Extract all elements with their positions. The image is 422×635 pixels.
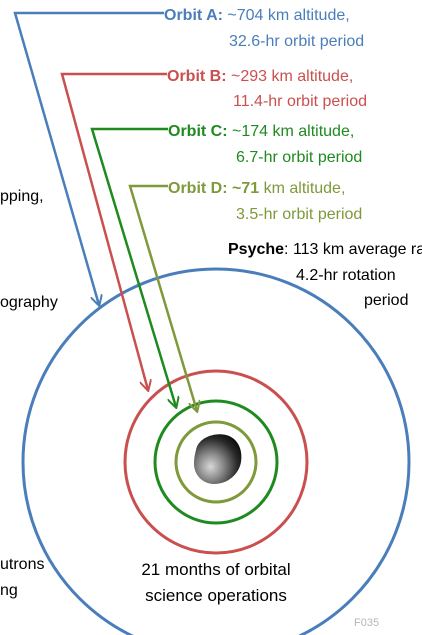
psyche-radius: : 113 km average radius, (284, 241, 422, 258)
orbit-b-label-line1: Orbit B: ~293 km altitude, (167, 68, 353, 85)
cutoff-label-mapping: pping, (0, 188, 44, 205)
orbit-d-altitude-value: ~71 (228, 180, 260, 197)
psyche-period: period (364, 292, 408, 309)
figure-id: F035 (354, 617, 379, 629)
orbit-b-name: Orbit B: (167, 68, 227, 85)
orbit-a-period: 32.6-hr orbit period (229, 33, 364, 50)
orbit-b-period: 11.4-hr orbit period (233, 93, 367, 110)
orbit-d-name: Orbit D: (168, 180, 228, 197)
orbit-c-name: Orbit C: (168, 123, 228, 140)
orbit-d-leader-arrow (128, 184, 197, 411)
orbit-d-label-line1: Orbit D: ~71 km altitude, (168, 180, 345, 197)
orbit-c-altitude: ~174 km altitude, (228, 123, 355, 140)
orbit-a-label-line1: Orbit A: ~704 km altitude, (164, 7, 350, 24)
orbit-b-altitude: ~293 km altitude, (227, 68, 354, 85)
orbit-c-label-line1: Orbit C: ~174 km altitude, (168, 123, 354, 140)
orbit-b-circle (123, 369, 309, 555)
psyche-asteroid (194, 434, 242, 484)
orbit-d-period: 3.5-hr orbit period (236, 206, 362, 223)
psyche-label-line1: Psyche: 113 km average radius, (228, 241, 422, 258)
orbit-c-period: 6.7-hr orbit period (236, 149, 362, 166)
orbit-d-altitude-unit: km altitude, (259, 180, 345, 197)
operations-line1: 21 months of orbital (141, 560, 290, 579)
orbit-a-circle (21, 267, 411, 635)
psyche-name: Psyche (228, 241, 284, 258)
cutoff-label-neutrons: utrons (0, 556, 44, 573)
orbit-b-leader-arrow (60, 72, 167, 390)
orbit-a-leader-arrow (13, 11, 164, 305)
orbit-d-circle (174, 420, 258, 504)
orbit-c-leader-arrow (90, 127, 176, 407)
operations-line2: science operations (145, 586, 287, 605)
orbit-c-circle (153, 399, 279, 525)
psyche-rotation: 4.2-hr rotation (296, 267, 396, 284)
cutoff-label-topography: ography (0, 294, 58, 311)
orbit-a-name: Orbit A: (164, 7, 223, 24)
orbit-a-altitude: ~704 km altitude, (223, 7, 350, 24)
cutoff-label-gravity: ng (0, 582, 18, 599)
